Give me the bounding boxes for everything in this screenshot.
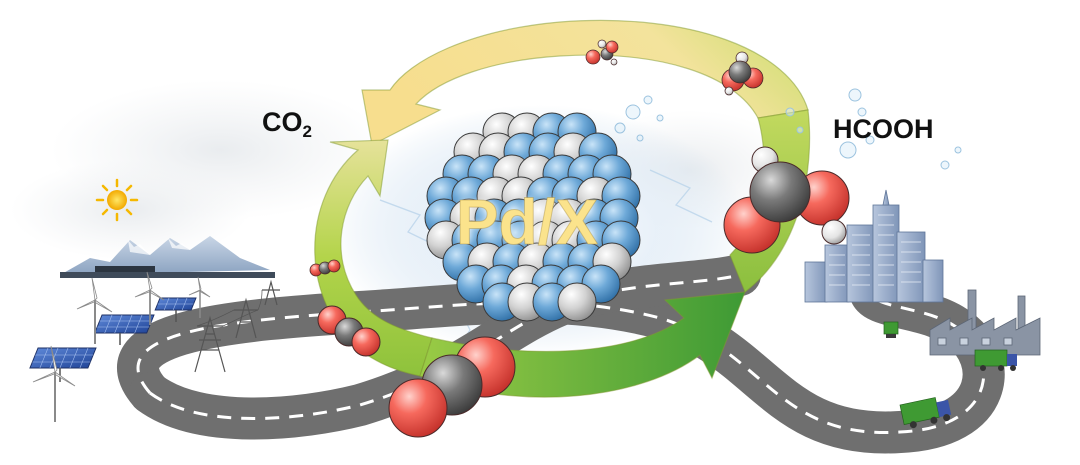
co2-molecule-icon [317,305,381,357]
hcooh-label: HCOOH [833,114,934,144]
co2-label-main: CO [262,107,303,137]
wind-turbine-icon [32,271,211,422]
co2-molecule-icon [388,336,516,438]
mountain-icon [60,236,275,278]
cluster-atom-x [557,282,597,322]
truck-icon [883,321,1017,429]
factory-icon [929,289,1041,356]
catalyst-cluster-icon [424,112,641,322]
formic-acid-molecule-icon [723,146,850,254]
formic-acid-molecule-icon [585,39,619,66]
co2-label-subscript: 2 [302,122,312,141]
catalyst-label: Pd/X [455,186,599,259]
formic-acid-molecule-icon [721,51,764,96]
co2-label: CO2 [262,107,312,142]
power-pylon-icon [194,279,280,373]
city-skyline-icon [804,189,944,303]
sun-icon [95,178,139,222]
co2-molecule-icon [309,259,341,277]
bubble-icon [614,88,962,170]
top-arrow [361,19,809,146]
solar-panel-icon [29,297,197,382]
